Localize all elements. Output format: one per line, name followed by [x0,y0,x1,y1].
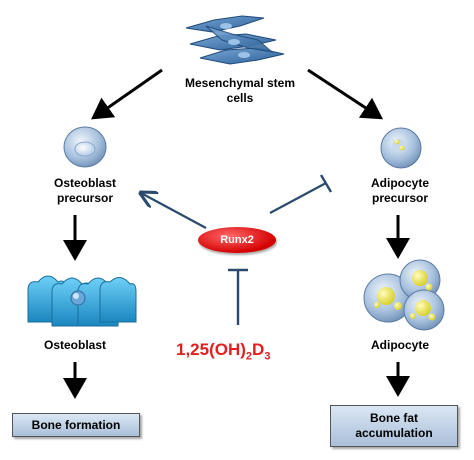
adipocyte-label: Adipocyte [370,338,429,352]
runx2-node: Runx2 [198,227,276,253]
vitamin-d-sub1: 2 [245,350,253,363]
osteoblast-precursor-label: Osteoblast precursor [53,176,116,205]
arrow-msc-to-osteoblast-precursor [91,68,163,120]
vitamin-d-sub2: 3 [264,350,271,363]
adipocyte-precursor-label: Adipocyte precursor [370,176,429,205]
vitamin-d-label: 1,25(OH)2D3 [176,340,270,362]
msc-label: Mesenchymal stem cells [184,76,296,105]
vitamin-d-mid: D [252,340,265,359]
inhibition-runx2-adipocyte-precursor [269,174,333,214]
adipocyte-precursor-cell-icon [380,127,422,169]
osteoblast-precursor-cell-icon [63,126,107,168]
adipocyte-cluster-icon [363,259,445,331]
osteoblast-cells-icon [27,275,137,327]
arrow-runx2-to-osteoblast-precursor [141,193,207,229]
inhibition-vitamin-d-to-runx2 [228,268,248,325]
bone-formation-box: Bone formation [12,413,140,437]
bone-fat-accumulation-box: Bone fat accumulation [330,405,458,447]
arrow-msc-to-adipocyte-precursor [307,68,384,120]
mesenchymal-stem-cells-icon [185,15,285,65]
osteoblast-label: Osteoblast [43,338,106,352]
vitamin-d-prefix: 1,25(OH) [176,340,246,359]
